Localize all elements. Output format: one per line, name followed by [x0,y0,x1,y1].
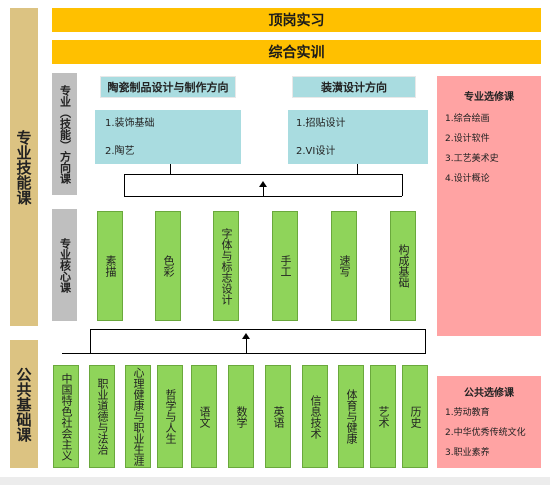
core-course: 手工 [272,211,298,321]
direction-item: 1.装饰基础 [105,118,155,129]
public-course: 哲学与人生 [157,365,183,468]
bottom-divider [0,477,550,485]
public-basic-label: 公共基础课 [10,340,38,468]
public-course: 职业道德与法治 [89,365,115,468]
direction-items-ceramics: 1.装饰基础 2.陶艺 [95,110,241,164]
public-course: 英语 [265,365,291,468]
direction-title-ceramics: 陶瓷制品设计与制作方向 [100,76,236,98]
elective-item: 3.职业素养 [445,448,490,458]
core-row-label: 专业核心课 [52,209,77,321]
direction-row-label: 专业（技能）方向课 [52,73,77,195]
professional-electives-title: 专业选修课 [464,92,514,103]
internship-banner: 顶岗实习 [52,8,541,32]
core-course: 构成基础 [390,211,416,321]
public-course: 艺术 [370,365,396,468]
arrow-up-icon [242,333,250,339]
connector-line [90,329,425,330]
public-course: 语文 [191,365,217,468]
connector-line [357,164,358,174]
connector-line [124,174,402,175]
public-course: 心理健康与职业生涯 [125,365,151,468]
core-course: 素描 [97,211,123,321]
public-course: 数学 [228,365,254,468]
public-electives-box: 公共选修课 1.劳动教育 2.中华优秀传统文化 3.职业素养 [437,376,541,468]
direction-item: 2.VI设计 [296,146,336,157]
direction-items-decoration: 1.招贴设计 2.VI设计 [288,110,428,164]
connector-line [425,329,426,353]
connector-line [263,185,264,196]
elective-item: 1.劳动教育 [445,408,490,418]
core-course: 速写 [331,211,357,321]
public-course: 信息技术 [302,365,328,468]
connector-line [170,164,171,174]
connector-line [124,196,402,197]
direction-title-decoration: 装潢设计方向 [292,76,416,98]
arrow-up-icon [259,181,267,187]
elective-item: 2.设计软件 [445,134,490,144]
elective-item: 2.中华优秀传统文化 [445,428,526,438]
connector-line [62,353,426,354]
public-electives-title: 公共选修课 [464,388,514,399]
connector-line [402,174,403,196]
professional-electives-box: 专业选修课 1.综合绘画 2.设计软件 3.工艺美术史 4.设计概论 [437,76,541,336]
core-course: 色彩 [155,211,181,321]
training-banner: 综合实训 [52,40,541,64]
core-course: 字体与标志设计 [213,211,239,321]
direction-item: 1.招贴设计 [296,118,346,129]
elective-item: 3.工艺美术史 [445,154,499,164]
elective-item: 1.综合绘画 [445,114,490,124]
connector-line [90,329,91,353]
direction-item: 2.陶艺 [105,146,135,157]
public-course: 体育与健康 [338,365,364,468]
public-course: 中国特色社会主义 [53,365,79,468]
public-course: 历史 [402,365,428,468]
professional-skills-label: 专业技能课 [10,8,38,326]
connector-line [246,337,247,353]
elective-item: 4.设计概论 [445,174,490,184]
connector-line [124,174,125,196]
